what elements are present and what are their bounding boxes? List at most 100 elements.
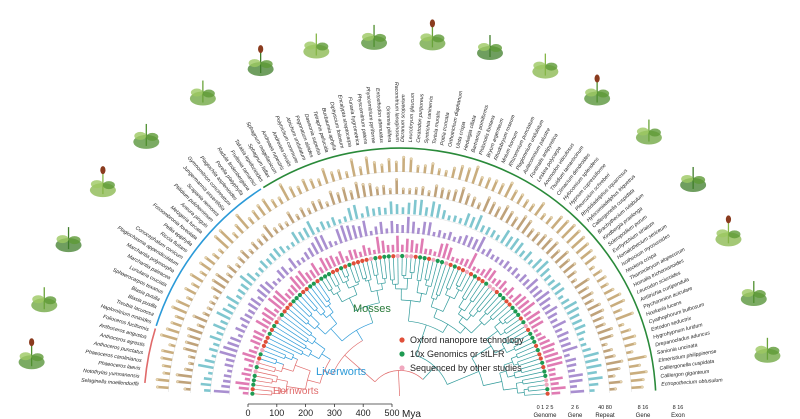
track-bar [597, 327, 612, 335]
tip-marker [282, 309, 287, 314]
track-point [299, 207, 303, 211]
tip-marker [498, 292, 503, 298]
track-bar [484, 178, 491, 189]
tree-node-arc [510, 339, 514, 344]
track-bar [367, 247, 372, 256]
track-bar [535, 260, 549, 274]
tip-marker [343, 264, 348, 269]
track-bar [588, 376, 603, 381]
tree-branch [330, 289, 334, 295]
track-bar [197, 363, 214, 370]
track-bar [550, 282, 561, 291]
tree-branch [499, 370, 507, 374]
track-bar [463, 213, 471, 226]
tree-node-arc [283, 355, 287, 359]
tree-node-arc [309, 332, 313, 337]
track-bar [577, 286, 589, 295]
track-bar [304, 271, 313, 282]
track-bar [221, 384, 231, 389]
track-point [288, 186, 292, 190]
tree-branch [506, 348, 515, 353]
tip-marker [277, 316, 282, 321]
track-point [262, 224, 266, 228]
track-bar [498, 259, 505, 266]
track-bar [464, 194, 471, 206]
track-bar [319, 257, 329, 272]
track-point [529, 219, 533, 223]
track-bar [535, 332, 542, 338]
track-bar [561, 224, 576, 239]
track-point [235, 213, 239, 217]
tip-marker [535, 348, 540, 353]
tip-marker [294, 296, 299, 301]
track-point [498, 206, 502, 210]
track-bar [238, 386, 249, 391]
track-point [394, 160, 398, 164]
legend-marker-ont [399, 337, 405, 343]
track-point [364, 156, 368, 160]
track-point [453, 166, 457, 170]
track-point [240, 249, 244, 253]
track-bar [526, 229, 534, 238]
tip-marker [339, 266, 344, 271]
tip-marker [253, 369, 258, 374]
track-point [542, 202, 546, 206]
tip-marker [255, 360, 260, 365]
tree-branch [252, 388, 273, 392]
track-point [593, 255, 597, 259]
tip-marker [464, 269, 470, 275]
tree-branch [449, 268, 460, 290]
track-point [155, 378, 159, 382]
track-bar [235, 381, 250, 386]
track-bar [620, 328, 631, 334]
track-bar [565, 357, 577, 363]
track-point [215, 273, 219, 277]
track-point [501, 183, 505, 187]
track-point [330, 171, 334, 175]
track-point [170, 321, 174, 325]
track-bar [247, 302, 259, 311]
track-point [155, 385, 159, 389]
tree-branch [484, 294, 501, 313]
track-bar [307, 247, 315, 258]
track-scale: 0 1 2 5 [537, 405, 554, 411]
track-header: Repeat [595, 413, 615, 419]
track-point [612, 354, 616, 358]
track-bar [244, 313, 253, 320]
track-bar [337, 250, 346, 264]
tree-branch [332, 271, 340, 285]
track-bar [571, 318, 583, 326]
track-bar [208, 347, 218, 353]
legend-marker-10x [399, 351, 405, 357]
track-bar [458, 217, 463, 224]
track-bar [212, 342, 220, 347]
track-point [199, 270, 203, 274]
tip-marker [537, 352, 542, 357]
track-bar [471, 166, 480, 185]
track-bar [212, 323, 226, 331]
tree-branch [353, 286, 358, 295]
tip-marker [304, 287, 309, 292]
tree-branch [433, 308, 438, 318]
tip-marker [543, 373, 548, 378]
track-bar [627, 355, 646, 362]
track-point [622, 298, 626, 302]
tip-marker [377, 255, 382, 260]
track-bar [580, 342, 587, 347]
track-bar [229, 336, 242, 343]
track-point [589, 249, 593, 253]
tree-branch [500, 331, 506, 336]
track-bar [545, 242, 559, 255]
track-bar [414, 243, 419, 254]
track-point [372, 160, 376, 164]
track-point [618, 292, 622, 296]
track-bar [427, 222, 432, 236]
track-bar [240, 283, 250, 291]
track-bar [368, 184, 373, 197]
track-point [640, 385, 644, 389]
track-bar [343, 216, 348, 223]
tree-node-arc [301, 351, 304, 355]
tree-branch [329, 314, 337, 324]
track-bar [288, 267, 294, 273]
